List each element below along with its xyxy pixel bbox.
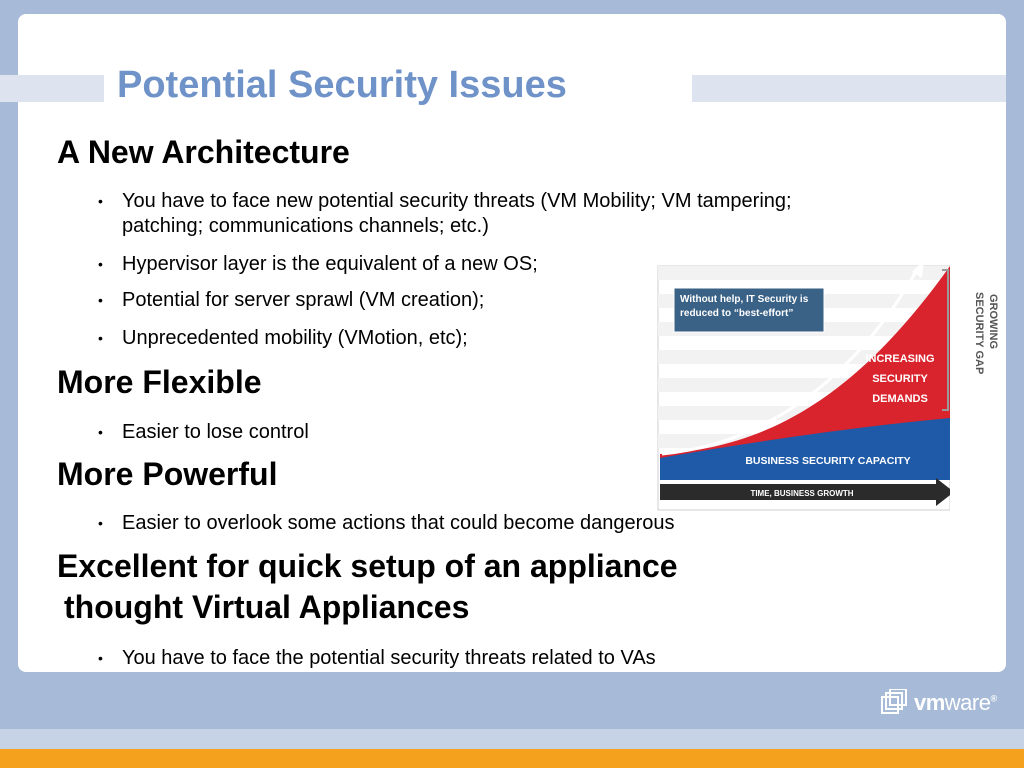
- bullet-dot: •: [98, 330, 103, 346]
- gap-bracket: [942, 269, 949, 411]
- time-axis-arrow: [660, 478, 954, 506]
- heading-virtual-appliances-line2: thought Virtual Appliances: [64, 589, 470, 625]
- callout-text-box: Without help, IT Security is reduced to …: [680, 294, 809, 319]
- callout-text: Without help, IT Security is reduced to …: [680, 294, 809, 319]
- bullet-text: Unprecedented mobility (VMotion, etc);: [122, 327, 468, 349]
- vmware-logo-icon: [881, 689, 907, 714]
- callout-box: [673, 287, 825, 333]
- bottom-strip: [0, 729, 1024, 749]
- bullet-item: • Unprecedented mobility (VMotion, etc);: [98, 326, 468, 351]
- bullet-dot: •: [98, 292, 103, 308]
- heading-more-flexible: More Flexible: [57, 364, 262, 400]
- bullet-item: • Potential for server sprawl (VM creati…: [98, 288, 484, 313]
- orange-strip: [0, 749, 1024, 768]
- bullet-item: • You have to face the potential securit…: [98, 646, 656, 671]
- increasing-label: INCREASING: [865, 353, 934, 365]
- bullet-dot: •: [98, 193, 103, 209]
- time-axis-label: TIME, BUSINESS GROWTH: [750, 489, 853, 498]
- bullet-text: Potential for server sprawl (VM creation…: [122, 289, 485, 311]
- business-capacity-area: [660, 418, 950, 480]
- bullet-text: Easier to overlook some actions that cou…: [122, 512, 675, 534]
- increasing-label: SECURITY: [872, 373, 928, 385]
- vmware-wordmark: vmware®: [914, 690, 997, 716]
- security-gap-figure: Without help, IT Security is reduced to …: [656, 258, 954, 512]
- gap-label-svg: GROWING SECURITY GAP: [973, 292, 999, 374]
- stripe: [658, 266, 952, 280]
- bullet-text: You have to face the potential security …: [122, 647, 656, 669]
- gap-label-area: GROWING SECURITY GAP: [950, 258, 1006, 418]
- bullet-dot: •: [98, 650, 103, 666]
- slide-title: Potential Security Issues: [117, 64, 567, 106]
- bullet-item: • You have to face new potential securit…: [98, 189, 868, 239]
- heading-more-powerful: More Powerful: [57, 456, 278, 492]
- title-band-left: [0, 75, 104, 102]
- logo-ware: ware: [944, 690, 991, 715]
- bullet-text: You have to face new potential security …: [122, 190, 792, 237]
- bullet-item: • Easier to overlook some actions that c…: [98, 511, 675, 536]
- growth-curve: [661, 267, 920, 456]
- bullet-item: • Easier to lose control: [98, 420, 309, 445]
- bullet-text: Hypervisor layer is the equivalent of a …: [122, 253, 538, 275]
- heading-new-architecture: A New Architecture: [57, 134, 350, 170]
- title-band-right: [692, 75, 1006, 102]
- bullet-dot: •: [98, 256, 103, 272]
- logo-registered: ®: [990, 693, 997, 704]
- gap-label: SECURITY GAP: [973, 292, 985, 374]
- growth-arrowhead: [912, 260, 924, 278]
- bullet-text: Easier to lose control: [122, 421, 309, 443]
- capacity-label: BUSINESS SECURITY CAPACITY: [745, 455, 910, 467]
- bullet-item: • Hypervisor layer is the equivalent of …: [98, 252, 538, 277]
- vmware-logo: vmware®: [880, 688, 997, 718]
- bullet-dot: •: [98, 424, 103, 440]
- increasing-label: DEMANDS: [872, 393, 928, 405]
- gap-label: GROWING: [987, 294, 999, 349]
- bullet-dot: •: [98, 515, 103, 531]
- logo-vm: vm: [914, 690, 945, 715]
- heading-virtual-appliances: Excellent for quick setup of an applianc…: [57, 548, 678, 584]
- security-gap-illustration: Without help, IT Security is reduced to …: [656, 258, 954, 512]
